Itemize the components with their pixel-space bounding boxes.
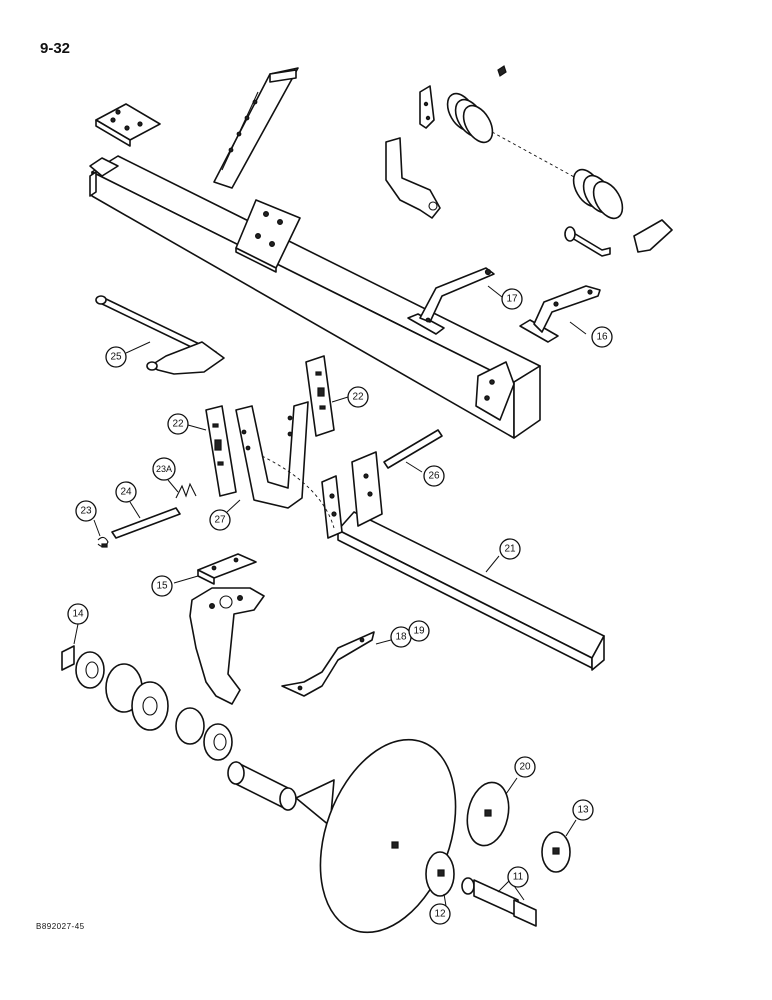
part-22-plate-right: [305, 355, 335, 437]
callout-27: 27: [209, 509, 231, 531]
part-26-pin: [383, 429, 443, 469]
svg-text:24: 24: [120, 487, 132, 498]
callout-20: 20: [514, 756, 536, 778]
svg-text:19: 19: [413, 626, 425, 637]
svg-text:15: 15: [156, 581, 168, 592]
svg-text:11: 11: [513, 872, 524, 883]
callout-17: 17: [501, 288, 523, 310]
part-24-pin: [111, 507, 181, 539]
strap-bar: [213, 67, 299, 189]
callout-12: 12: [429, 903, 451, 925]
part-21-shank-beam: [261, 451, 605, 671]
part-15-plate: [197, 553, 257, 585]
svg-text:13: 13: [577, 805, 589, 816]
svg-text:22: 22: [352, 392, 364, 403]
callout-26: 26: [423, 465, 445, 487]
top-plate: [95, 103, 161, 147]
part-20-washer: [466, 781, 510, 847]
svg-text:23: 23: [80, 506, 92, 517]
svg-text:23A: 23A: [156, 464, 172, 474]
svg-text:22: 22: [172, 419, 184, 430]
svg-text:14: 14: [72, 609, 84, 620]
svg-text:25: 25: [110, 352, 122, 363]
callout-16: 16: [591, 326, 613, 348]
part-22-plate-left: [205, 405, 237, 497]
figure-code: B892027-45: [36, 922, 85, 931]
spacer-sleeve: [227, 761, 335, 827]
part-25-t-handle: [95, 295, 225, 375]
part-16-arm-bracket: [519, 285, 601, 343]
callout-22-right: 22: [347, 386, 369, 408]
svg-text:26: 26: [428, 471, 440, 482]
part-12-washer: [425, 851, 455, 897]
svg-text:17: 17: [506, 294, 518, 305]
callout-23: 23: [75, 500, 97, 522]
part-23a-spring-clip: [175, 482, 197, 499]
svg-text:12: 12: [434, 909, 446, 920]
callout-22-left: 22: [167, 413, 189, 435]
svg-text:21: 21: [504, 544, 516, 555]
callout-23a: 23A: [152, 457, 176, 481]
leader-lines: [73, 285, 587, 907]
part-14-washer: [61, 645, 75, 671]
spring-assembly: [385, 65, 673, 257]
part-11-axle-bolt: [461, 877, 537, 927]
part-13-cap: [541, 831, 571, 873]
callout-18: 18: [390, 626, 412, 648]
svg-text:16: 16: [596, 332, 608, 343]
callout-19: 19: [408, 620, 430, 642]
callout-15: 15: [151, 575, 173, 597]
callout-13: 13: [572, 799, 594, 821]
bearing-stack: [75, 651, 233, 761]
svg-text:18: 18: [395, 632, 407, 643]
beam-mount-bracket: [235, 199, 301, 273]
callout-14: 14: [67, 603, 89, 625]
callout-25: 25: [105, 346, 127, 368]
svg-text:27: 27: [214, 515, 226, 526]
part-23-clip: [97, 536, 109, 548]
callout-21: 21: [499, 538, 521, 560]
disc-blade: [319, 738, 457, 934]
part-17-arm-bracket: [407, 267, 495, 335]
hanger-casting: [189, 587, 265, 705]
callout-24: 24: [115, 481, 137, 503]
svg-text:20: 20: [519, 762, 531, 773]
part-27-u-bracket: [235, 401, 309, 509]
page-number: 9-32: [40, 40, 71, 57]
callout-11: 11: [507, 866, 529, 888]
part-18-19-bracket: [281, 631, 375, 697]
